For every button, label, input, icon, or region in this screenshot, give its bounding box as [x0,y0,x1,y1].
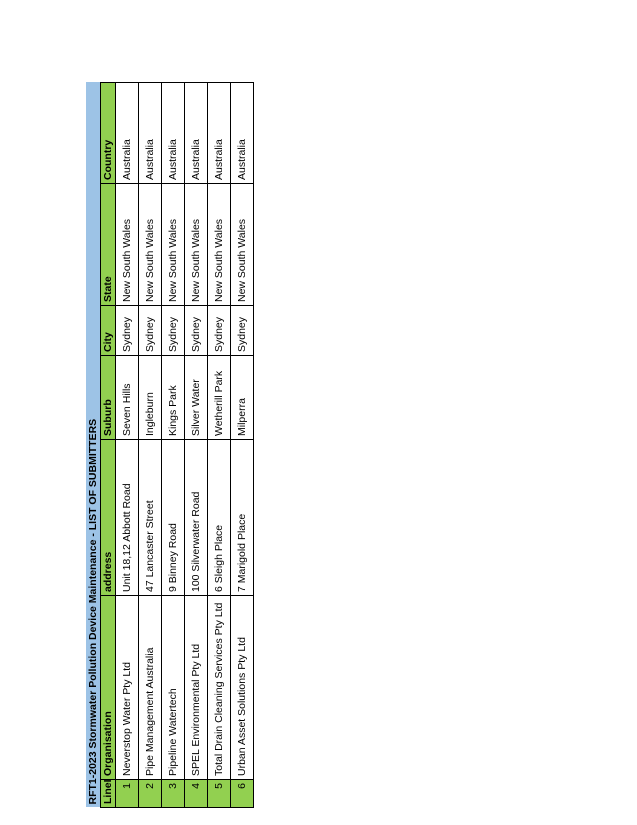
table-row: 1 Neverstop Water Pty Ltd Unit 18,12 Abb… [115,82,139,808]
cell-suburb: Silver Water [184,355,208,440]
cell-organisation: Pipeline Watertech [161,595,185,780]
cell-address: 9 Binney Road [161,439,185,596]
cell-lineid: 1 [115,779,139,808]
cell-country: Australia [115,82,139,184]
cell-suburb: Milperra [230,355,254,440]
cell-lineid: 5 [207,779,231,808]
cell-address: 6 Sleigh Place [207,439,231,596]
header-city: City [100,305,116,356]
title-row: RFT1-2023 Stormwater Pollution Device Ma… [86,82,101,808]
header-state: State [100,183,116,306]
cell-city: Sydney [207,305,231,356]
table-row: 4 SPEL Environmental Pty Ltd 100 Silverw… [184,82,208,808]
cell-state: New South Wales [207,183,231,306]
submitters-table: RFT1-2023 Stormwater Pollution Device Ma… [86,82,254,808]
cell-state: New South Wales [184,183,208,306]
cell-state: New South Wales [230,183,254,306]
cell-lineid: 6 [230,779,254,808]
cell-lineid: 3 [161,779,185,808]
cell-state: New South Wales [161,183,185,306]
cell-state: New South Wales [115,183,139,306]
cell-address: Unit 18,12 Abbott Road [115,439,139,596]
header-country: Country [100,82,116,184]
cell-address: 100 Silverwater Road [184,439,208,596]
cell-country: Australia [207,82,231,184]
cell-city: Sydney [115,305,139,356]
cell-suburb: Wetherill Park [207,355,231,440]
cell-country: Australia [138,82,162,184]
cell-state: New South Wales [138,183,162,306]
cell-organisation: Total Drain Cleaning Services Pty Ltd [207,595,231,780]
header-address: address [100,439,116,596]
cell-lineid: 2 [138,779,162,808]
sheet-title: RFT1-2023 Stormwater Pollution Device Ma… [86,82,101,808]
header-suburb: Suburb [100,355,116,440]
cell-address: 7 Marigold Place [230,439,254,596]
cell-lineid: 4 [184,779,208,808]
cell-city: Sydney [138,305,162,356]
rotated-spreadsheet: RFT1-2023 Stormwater Pollution Device Ma… [86,82,254,808]
cell-organisation: SPEL Environmental Pty Ltd [184,595,208,780]
table-row: 2 Pipe Management Australia 47 Lancaster… [138,82,162,808]
cell-city: Sydney [230,305,254,356]
cell-city: Sydney [184,305,208,356]
header-organisation: Organisation [100,595,116,780]
header-row: LineID Organisation address Suburb City … [100,82,116,808]
cell-city: Sydney [161,305,185,356]
cell-country: Australia [161,82,185,184]
table-row: 5 Total Drain Cleaning Services Pty Ltd … [207,82,231,808]
cell-suburb: Seven Hills [115,355,139,440]
header-lineid: LineID [100,779,116,808]
cell-organisation: Urban Asset Solutions Pty Ltd [230,595,254,780]
cell-suburb: Kings Park [161,355,185,440]
table-row: 3 Pipeline Watertech 9 Binney Road Kings… [161,82,185,808]
cell-organisation: Pipe Management Australia [138,595,162,780]
cell-organisation: Neverstop Water Pty Ltd [115,595,139,780]
cell-country: Australia [184,82,208,184]
cell-suburb: Ingleburn [138,355,162,440]
cell-country: Australia [230,82,254,184]
table-row: 6 Urban Asset Solutions Pty Ltd 7 Marigo… [230,82,254,808]
cell-address: 47 Lancaster Street [138,439,162,596]
